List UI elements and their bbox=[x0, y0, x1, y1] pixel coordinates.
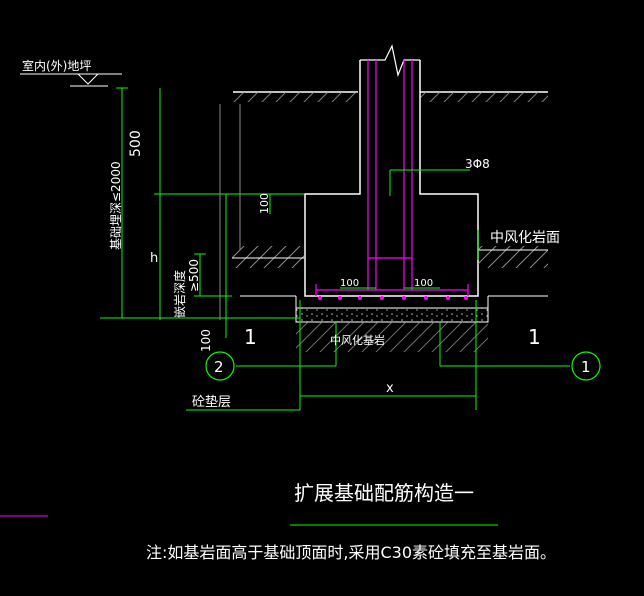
concrete-cushion bbox=[295, 296, 489, 323]
rebar-label: 3Φ8 bbox=[465, 157, 490, 171]
axis-label-left: 2 bbox=[214, 358, 224, 376]
rebar-dots bbox=[318, 296, 468, 300]
rebar-cage bbox=[315, 60, 469, 296]
section-mark-right: 1 bbox=[528, 325, 541, 349]
dim-100-left: 100 bbox=[258, 193, 271, 214]
h-label: h bbox=[150, 251, 158, 266]
rock-hatching bbox=[232, 246, 548, 352]
x-label: x bbox=[386, 381, 394, 396]
rock-base-label: 中风化基岩 bbox=[330, 333, 385, 347]
helper-lines bbox=[219, 104, 241, 320]
axis-marker-right bbox=[571, 351, 601, 381]
rock-depth-a: 嵌岩深度 bbox=[172, 270, 187, 318]
rock-depth-b: ≥500 bbox=[187, 259, 201, 292]
drawing-note: 注:如基岩面高于基础顶面时,采用C30素砼填充至基岩面。 bbox=[146, 543, 556, 562]
section-mark-left: 1 bbox=[244, 325, 257, 349]
dim-100-bottom: 100 bbox=[199, 329, 213, 352]
dimension-lines bbox=[100, 87, 570, 411]
ground-label: 室内(外)地坪 bbox=[22, 58, 91, 73]
ground-level-symbol bbox=[20, 73, 122, 87]
axis-marker-left bbox=[205, 351, 235, 381]
axis-label-right: 1 bbox=[581, 358, 591, 376]
drawing-title: 扩展基础配筋构造一 bbox=[294, 481, 474, 505]
cushion-label: 砼垫层 bbox=[192, 394, 231, 410]
embed-depth-label: 基础埋深≤2000 bbox=[109, 161, 123, 250]
ground-line bbox=[233, 91, 548, 102]
foundation-outline bbox=[304, 44, 479, 297]
dim-500-top: 500 bbox=[128, 130, 144, 157]
dim-100-a: 100 bbox=[340, 278, 359, 289]
rock-surface-label: 中风化岩面 bbox=[490, 230, 560, 246]
dim-100-b: 100 bbox=[414, 278, 433, 289]
